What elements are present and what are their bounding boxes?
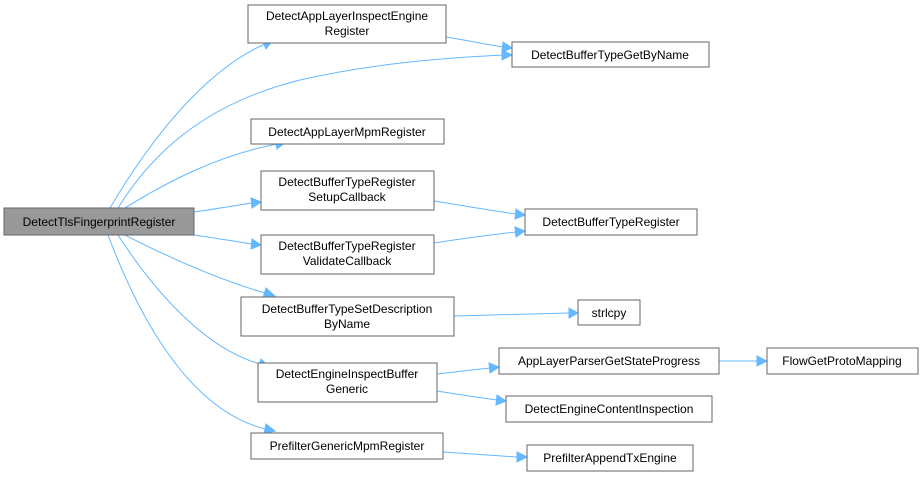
node-detect-buffer-type-register-setup-callback[interactable]: DetectBufferTypeRegister SetupCallback — [260, 170, 435, 211]
node-flow-get-proto-mapping[interactable]: FlowGetProtoMapping — [766, 347, 919, 375]
node-label: PrefilterAppendTxEngine — [543, 451, 677, 465]
edge-root-to-prefiltermpm — [107, 234, 277, 435]
node-label: DetectEngineContentInspection — [525, 402, 694, 416]
edge-stateprogress-to-protomapping — [719, 355, 769, 367]
edge-setdesc-to-strlcpy — [453, 307, 580, 319]
node-detect-tls-fingerprint-register[interactable]: DetectTlsFingerprintRegister — [3, 207, 195, 236]
node-label-line2: Generic — [326, 382, 368, 396]
node-label-line2: ValidateCallback — [303, 254, 392, 268]
node-detect-app-layer-inspect-engine-register[interactable]: DetectAppLayerInspectEngine Register — [247, 4, 447, 44]
node-label: AppLayerParserGetStateProgress — [518, 354, 700, 368]
node-detect-engine-inspect-buffer-generic[interactable]: DetectEngineInspectBuffer Generic — [257, 362, 438, 403]
node-label-line2: Register — [325, 24, 370, 38]
edge-root-to-getbyname — [117, 49, 514, 209]
node-label: PrefilterGenericMpmRegister — [270, 439, 425, 453]
edge-prefiltermpm-to-appendtx — [442, 451, 529, 463]
node-detect-buffer-type-register[interactable]: DetectBufferTypeRegister — [524, 208, 698, 236]
node-label-line1: DetectBufferTypeRegister — [278, 175, 415, 189]
edge-inspectbuf-to-stateprogress — [436, 362, 501, 375]
node-label: FlowGetProtoMapping — [782, 354, 901, 368]
node-label: DetectTlsFingerprintRegister — [23, 215, 176, 229]
edge-validatecb-to-bufregister — [433, 226, 527, 244]
edge-root-to-validatecb — [193, 234, 263, 250]
node-label-line1: DetectAppLayerInspectEngine — [266, 9, 428, 23]
node-label-line2: ByName — [324, 317, 370, 331]
node-label-line1: DetectEngineInspectBuffer — [276, 367, 419, 381]
node-label: DetectBufferTypeRegister — [542, 215, 679, 229]
node-prefilter-generic-mpm-register[interactable]: PrefilterGenericMpmRegister — [250, 432, 444, 460]
node-label: DetectAppLayerMpmRegister — [268, 125, 425, 139]
edge-root-to-inspectengine — [109, 38, 273, 209]
node-detect-buffer-type-register-validate-callback[interactable]: DetectBufferTypeRegister ValidateCallbac… — [260, 234, 435, 275]
node-label: DetectBufferTypeGetByName — [531, 48, 689, 62]
node-label-line1: DetectBufferTypeSetDescription — [262, 302, 433, 316]
node-detect-app-layer-mpm-register[interactable]: DetectAppLayerMpmRegister — [250, 118, 445, 145]
edge-setupcb-to-bufregister — [433, 200, 527, 220]
edge-inspectbuf-to-contentinsp — [436, 390, 508, 406]
node-label-line2: SetupCallback — [308, 190, 386, 204]
node-strlcpy[interactable]: strlcpy — [577, 299, 641, 326]
node-prefilter-append-tx-engine[interactable]: PrefilterAppendTxEngine — [526, 444, 694, 472]
node-detect-buffer-type-get-by-name[interactable]: DetectBufferTypeGetByName — [511, 41, 710, 68]
node-label-line1: DetectBufferTypeRegister — [278, 239, 415, 253]
node-app-layer-parser-get-state-progress[interactable]: AppLayerParserGetStateProgress — [498, 347, 720, 375]
node-detect-buffer-type-set-description-by-name[interactable]: DetectBufferTypeSetDescription ByName — [240, 296, 455, 337]
edge-inspectengine-to-getbyname — [445, 36, 514, 53]
node-label: strlcpy — [592, 306, 627, 320]
node-detect-engine-content-inspection[interactable]: DetectEngineContentInspection — [505, 395, 713, 423]
edge-root-to-setupcb — [193, 197, 263, 213]
